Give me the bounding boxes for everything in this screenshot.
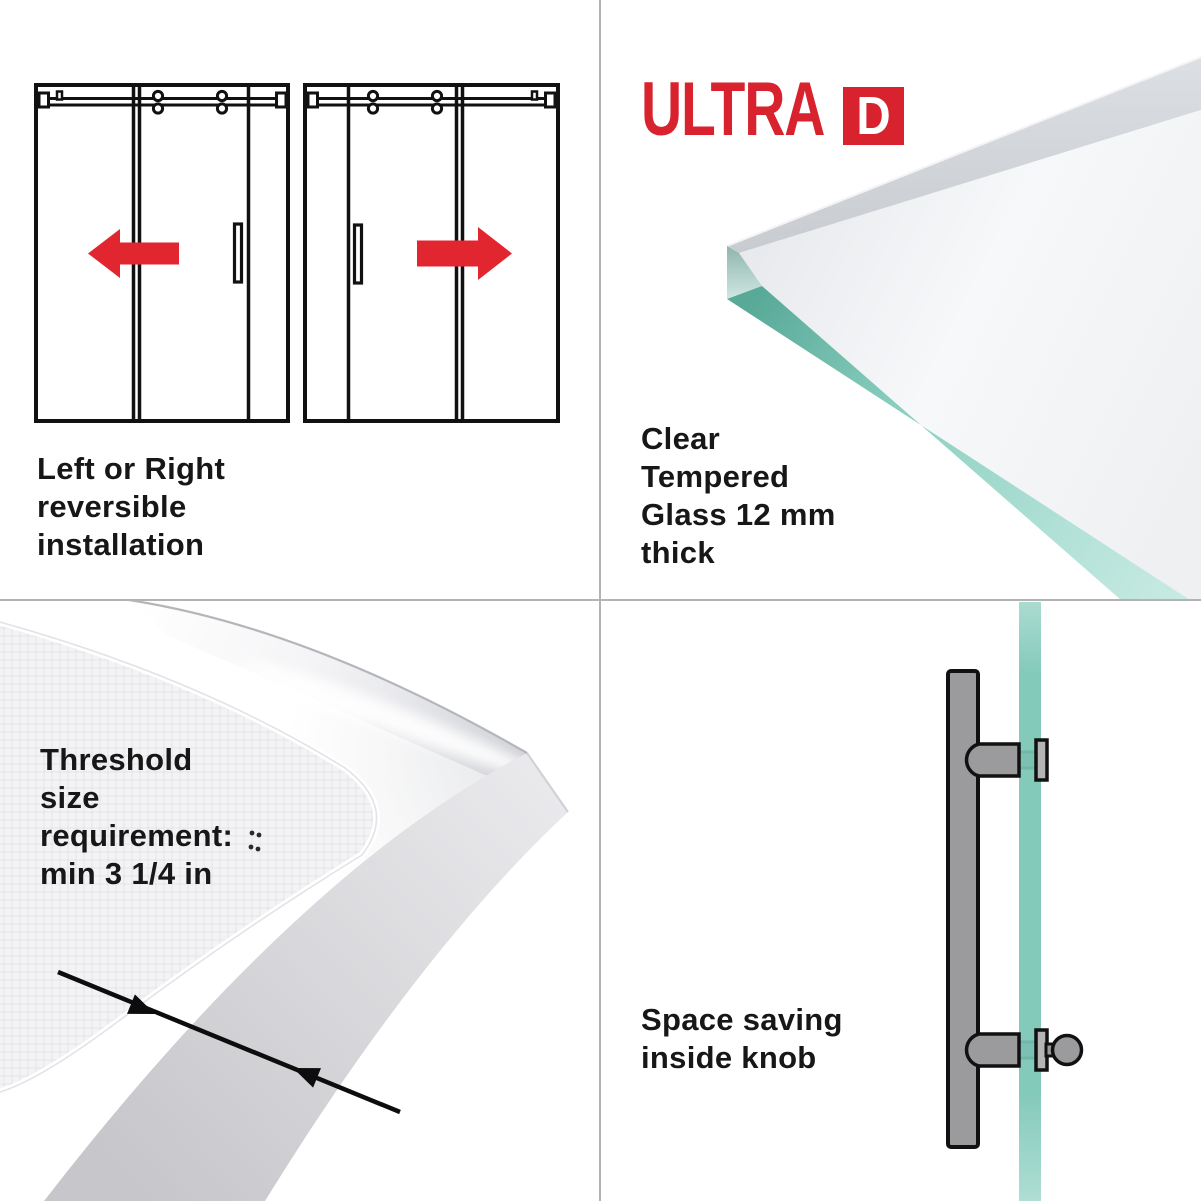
base-outer-edge <box>128 600 528 754</box>
door-diagram-slide-left <box>34 83 290 423</box>
quadrant-divider-horizontal <box>0 599 1201 601</box>
red-arrow-left-icon <box>88 229 179 278</box>
glass-back-edge <box>727 57 1201 253</box>
rail-stopper <box>55 90 64 101</box>
glass-top-surface <box>739 110 1201 600</box>
handle-knob-illustration <box>946 602 1084 1201</box>
measurement-arrow <box>57 969 401 1115</box>
handle-mount <box>964 742 1021 778</box>
rail-end-bracket <box>275 91 288 109</box>
glass-panel-edge <box>1019 602 1041 1201</box>
caption-reversible-installation: Left or Right reversible installation <box>37 451 226 562</box>
glass-corner-face <box>727 246 762 299</box>
inside-knob <box>1050 1033 1084 1067</box>
brand-logo-badge: D <box>843 87 904 145</box>
brand-logo-text: ULTRA <box>641 67 825 152</box>
roller-icon <box>151 89 165 115</box>
tempered-glass-illustration <box>726 56 1201 600</box>
caption-space-saving-knob: Space saving inside knob <box>641 1002 843 1075</box>
handle-bar <box>946 669 980 1149</box>
roller-icon <box>215 89 229 115</box>
red-arrow-right-icon <box>417 227 512 280</box>
door-diagrams-illustration <box>34 83 560 423</box>
shower-base-illustration <box>0 600 569 1201</box>
base-front-face <box>44 753 568 1201</box>
handle-mount <box>964 1032 1021 1068</box>
shower-base-threshold-corner <box>0 600 569 1201</box>
mount-plate <box>1034 738 1049 782</box>
door-handle <box>232 222 244 284</box>
rail-end-bracket <box>306 91 319 109</box>
door-diagram-slide-right <box>303 83 560 423</box>
rail-end-bracket <box>544 91 557 109</box>
roller-icon <box>366 89 380 115</box>
rail-stopper <box>530 90 539 101</box>
caption-tempered-glass: Clear Tempered Glass 12 mm thick <box>641 421 836 570</box>
caption-threshold-size: Threshold size requirement: min 3 1/4 in <box>40 742 234 891</box>
tempered-glass-corner <box>726 56 1201 600</box>
door-handle <box>352 223 364 285</box>
glass-front-edge <box>727 286 1190 600</box>
door-handle-with-inside-knob <box>946 602 1084 1201</box>
roller-icon <box>430 89 444 115</box>
rail-end-bracket <box>37 91 50 109</box>
